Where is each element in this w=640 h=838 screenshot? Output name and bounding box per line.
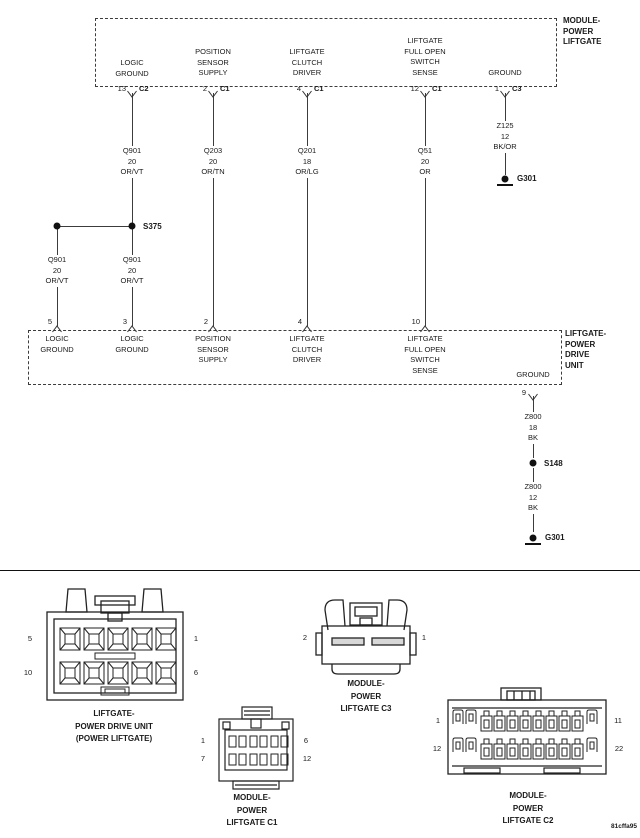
pin-number-1: 1 [494, 84, 499, 93]
wire-label-q201: Q201 18 OR/LG [294, 146, 320, 178]
pin-number-9: 9 [521, 388, 526, 397]
signal-full-open-switch-sense: LIFTGATE FULL OPEN SWITCH SENSE [403, 334, 447, 376]
wire-label-q901: Q901 20 OR/VT [119, 146, 145, 178]
module-power-liftgate-box [95, 18, 557, 87]
connector-d-pin-top-left: 1 [434, 716, 442, 727]
connector-a-pin-bottom-right: 6 [192, 668, 200, 679]
connector-pin-icon [208, 85, 219, 103]
ground-bar-icon [525, 543, 541, 545]
connector-code-c1: C1 [314, 84, 324, 93]
splice-dot-icon [53, 222, 61, 230]
connector-pin-icon [420, 85, 431, 103]
module-power-liftgate-label: MODULE- POWER LIFTGATE [563, 16, 602, 46]
connector-pin-icon [528, 388, 539, 406]
connector-a-pin-top-right: 1 [192, 634, 200, 645]
ground-dot-icon [529, 534, 537, 542]
connector-c-pin-bottom-right: 12 [301, 754, 313, 765]
connector-a-caption: LIFTGATE- POWER DRIVE UNIT (POWER LIFTGA… [74, 708, 154, 746]
signal-ground: GROUND [515, 370, 551, 381]
wire-logic-ground [132, 93, 133, 326]
connector-code-c1: C1 [432, 84, 442, 93]
ground-g301-bottom-label: G301 [545, 533, 565, 542]
connector-b-pin-right: 1 [420, 633, 428, 644]
wire-liftgate-clutch-driver [307, 93, 308, 326]
module-liftgate-c3-connector-drawing [315, 599, 417, 675]
pin-number-2: 2 [203, 317, 208, 326]
liftgate-power-drive-unit-box [28, 330, 562, 385]
pin-number-3: 3 [122, 317, 127, 326]
connector-c-caption: MODULE- POWER LIFTGATE C1 [225, 792, 279, 830]
connector-d-pin-top-right: 11 [613, 716, 623, 727]
pin-number-13: 13 [117, 84, 126, 93]
signal-ground: GROUND [487, 68, 523, 79]
pin-number-2: 2 [202, 84, 207, 93]
wire-full-open-switch-sense [425, 93, 426, 326]
signal-liftgate-clutch-driver: LIFTGATE CLUTCH DRIVER [288, 47, 326, 79]
connector-code-c2: C2 [139, 84, 149, 93]
signal-position-sensor-supply: POSITION SENSOR SUPPLY [194, 334, 232, 366]
connector-pin-icon [500, 85, 511, 103]
signal-logic-ground: LOGIC GROUND [114, 58, 150, 79]
ground-bar-icon [497, 184, 513, 186]
signal-logic-ground: LOGIC GROUND [39, 334, 75, 355]
connector-a-pin-top-left: 5 [26, 634, 34, 645]
pin-number-4: 4 [297, 317, 302, 326]
signal-position-sensor-supply: POSITION SENSOR SUPPLY [194, 47, 232, 79]
ground-g301-top-label: G301 [517, 174, 537, 183]
signal-logic-ground: LOGIC GROUND [114, 334, 150, 355]
pin-number-4: 4 [296, 84, 301, 93]
connector-c-pin-top-left: 1 [199, 736, 207, 747]
module-liftgate-c1-connector-drawing [218, 706, 294, 790]
connector-c-pin-top-right: 6 [302, 736, 310, 747]
connector-code-c3: C3 [512, 84, 522, 93]
wire-label-q51: Q51 20 OR [416, 146, 434, 178]
connector-code-c1: C1 [220, 84, 230, 93]
signal-liftgate-clutch-driver: LIFTGATE CLUTCH DRIVER [288, 334, 326, 366]
connector-b-pin-left: 2 [301, 633, 309, 644]
wire-position-sensor-supply [213, 93, 214, 326]
ground-dot-icon [501, 175, 509, 183]
splice-dot-icon [529, 459, 537, 467]
pin-number-10: 10 [411, 317, 420, 326]
power-drive-unit-connector-drawing [46, 588, 184, 701]
connector-a-pin-bottom-left: 10 [22, 668, 34, 679]
wire-label-q901-left: Q901 20 OR/VT [44, 255, 70, 287]
splice-dot-icon [128, 222, 136, 230]
signal-full-open-switch-sense: LIFTGATE FULL OPEN SWITCH SENSE [403, 36, 447, 78]
wire-label-z800-12: Z800 12 BK [523, 482, 543, 514]
module-liftgate-c2-connector-drawing [447, 687, 607, 775]
connector-c-pin-bottom-left: 7 [199, 754, 207, 765]
connector-d-pin-bottom-right: 22 [613, 744, 625, 755]
page-code: 81cffa95 [610, 823, 637, 830]
wire-label-z800-18: Z800 18 BK [523, 412, 543, 444]
connector-pin-icon [127, 85, 138, 103]
wire-label-q901-right: Q901 20 OR/VT [119, 255, 145, 287]
section-divider [0, 570, 640, 571]
connector-d-caption: MODULE- POWER LIFTGATE C2 [501, 790, 555, 828]
wire-label-q203: Q203 20 OR/TN [200, 146, 226, 178]
splice-s148-label: S148 [544, 459, 563, 468]
liftgate-power-drive-unit-label: LIFTGATE- POWER DRIVE UNIT [565, 329, 607, 370]
connector-b-caption: MODULE- POWER LIFTGATE C3 [339, 678, 393, 716]
connector-pin-icon [302, 85, 313, 103]
connector-d-pin-bottom-left: 12 [431, 744, 443, 755]
wire-label-z125: Z125 12 BK/OR [492, 121, 518, 153]
pin-number-12: 12 [410, 84, 419, 93]
splice-s375-label: S375 [143, 222, 162, 231]
pin-number-5: 5 [47, 317, 52, 326]
splice-s375-link [57, 226, 133, 227]
